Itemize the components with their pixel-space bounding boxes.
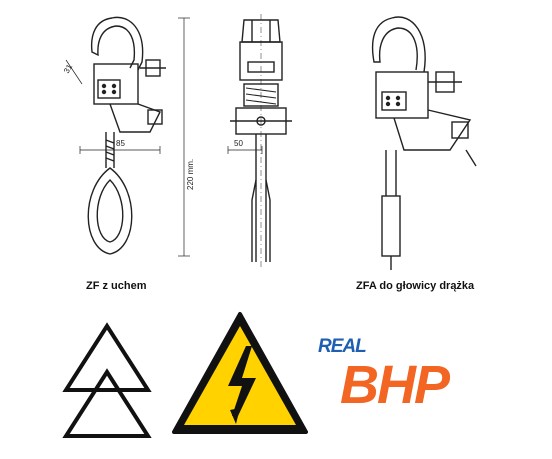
zf-width-dimension: 85 [116, 139, 125, 148]
logo-small-text: REAL [318, 336, 367, 357]
zf-height-dimension: 220 mm. [186, 159, 195, 190]
side-width-dimension: 50 [234, 139, 243, 148]
logo-big-text: BHP [340, 355, 450, 415]
lightning-bolt-icon [228, 346, 256, 416]
zfa-caption: ZFA do głowicy drążka [356, 280, 475, 292]
zf-caption: ZF z uchem [86, 280, 147, 292]
